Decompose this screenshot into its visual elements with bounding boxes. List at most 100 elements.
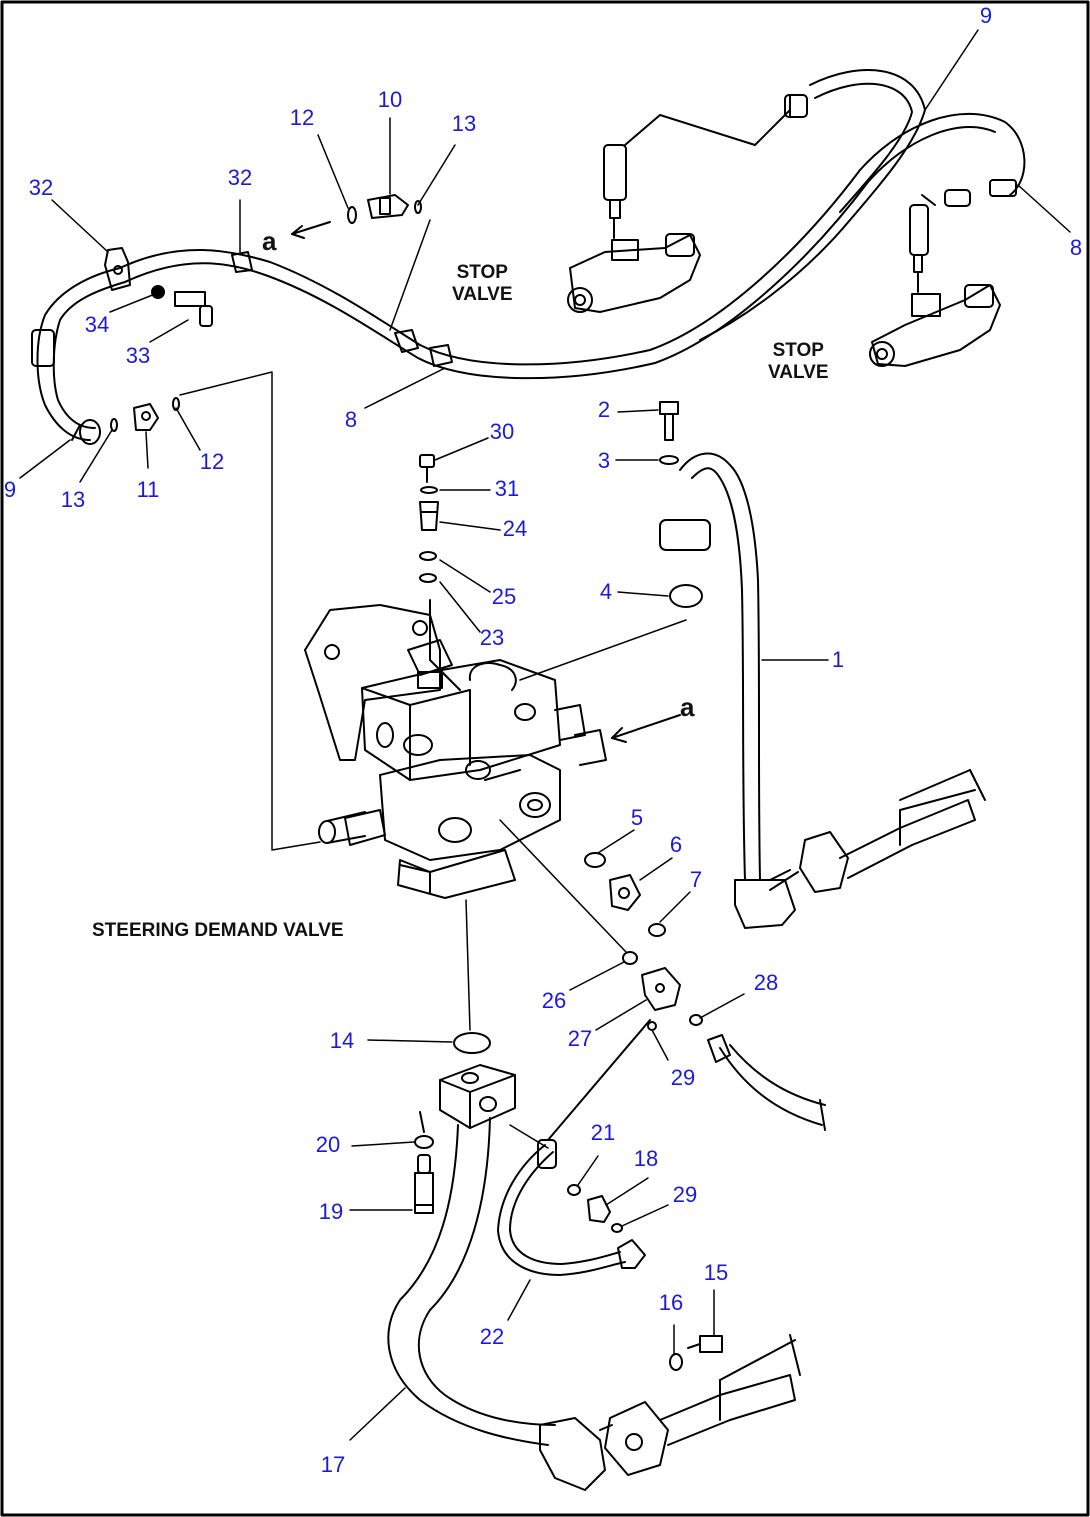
callout-28: 28: [753, 970, 779, 995]
bolt-15: [687, 1335, 723, 1353]
callout-20: 20: [315, 1132, 341, 1157]
fitting-11: [133, 403, 159, 431]
seal-28: [689, 1014, 703, 1026]
fitting-9-end: [71, 419, 101, 445]
seal-13-left: [110, 418, 118, 432]
stop-valve-right-label: STOP VALVE: [768, 340, 829, 383]
bolt-33: [174, 291, 213, 327]
callout-23: 23: [479, 625, 505, 650]
callout-4: 4: [599, 579, 613, 604]
callout-32-mid: 32: [227, 165, 253, 190]
bolt-19: [414, 1154, 434, 1214]
leader-lines-top: [19, 29, 1071, 851]
elbow-22-end: [617, 1239, 646, 1269]
seal-7: [648, 923, 666, 937]
clamp-32-left: [104, 247, 131, 291]
tube-17: [387, 1117, 556, 1446]
fitting-9-top: [784, 94, 808, 118]
callout-10: 10: [377, 87, 403, 112]
tube-9-upper: [699, 69, 926, 341]
callout-16: 16: [658, 1290, 684, 1315]
seal-12-top: [347, 206, 357, 224]
o-ring-26: [622, 951, 638, 965]
stop-valve-right: [869, 194, 1001, 367]
callout-29-bottom: 29: [672, 1182, 698, 1207]
o-ring-4: [669, 584, 703, 608]
seal-13-top: [414, 200, 422, 214]
callout-30: 30: [489, 419, 515, 444]
flange-block-17: [439, 1064, 516, 1129]
washer-20: [414, 1111, 434, 1149]
fitting-6: [609, 874, 641, 911]
leader-lines-1-4: [519, 409, 829, 681]
washer-16: [669, 1353, 683, 1371]
seal-29-top: [647, 1021, 657, 1031]
callout-9-left: 9: [3, 477, 17, 502]
callout-21: 21: [590, 1120, 616, 1145]
leader-lines-lower: [349, 1124, 715, 1441]
parts-stack-23-31: [419, 454, 439, 583]
fitting-18: [587, 1195, 611, 1223]
leader-line-14: [367, 1039, 453, 1043]
elbow-17: [539, 1417, 606, 1491]
clamp-32-mid: [231, 251, 253, 273]
callout-33: 33: [125, 343, 151, 368]
seal-29-bottom: [611, 1223, 623, 1233]
tube-9-left-bend: [31, 267, 126, 441]
fitting-21: [567, 1184, 581, 1196]
leader-lines-5-29: [499, 819, 745, 1061]
callout-17: 17: [320, 1452, 346, 1477]
stop-valve-left-label: STOP VALVE: [452, 262, 513, 305]
callout-19: 19: [318, 1199, 344, 1224]
reference-letter-a-right: a: [680, 692, 695, 722]
callout-3: 3: [597, 448, 611, 473]
fitting-10: [367, 194, 409, 219]
steering-demand-valve: [304, 599, 607, 899]
line-to-o-ring-14: [465, 899, 471, 1031]
callout-15: 15: [703, 1260, 729, 1285]
callout-9-top: 9: [979, 3, 993, 28]
washer-3: [659, 455, 679, 465]
washer-34: [151, 285, 165, 299]
callout-2: 2: [597, 397, 611, 422]
callout-24: 24: [502, 516, 528, 541]
callout-8-bottom: 8: [344, 407, 358, 432]
seal-12-left: [172, 397, 180, 411]
callout-26: 26: [541, 988, 567, 1013]
tube-8-upper: [119, 113, 1026, 380]
callout-5: 5: [630, 805, 644, 830]
o-ring-5: [584, 852, 606, 868]
reference-letter-a-top: a: [262, 226, 277, 256]
callout-12-top: 12: [289, 105, 315, 130]
leader-lines-stack: [434, 437, 501, 633]
elbow-27: [641, 967, 681, 1011]
callout-13-left: 13: [60, 487, 86, 512]
hose-28-end: [707, 1034, 826, 1131]
callout-27: 27: [567, 1026, 593, 1051]
stop-valve-left: [567, 109, 791, 313]
callout-25: 25: [491, 584, 517, 609]
callout-32-left: 32: [28, 175, 54, 200]
callout-13-top: 13: [451, 111, 477, 136]
reference-arrow-a-right: [611, 714, 681, 743]
reference-arrow-a-top: [291, 221, 331, 239]
callout-14: 14: [329, 1028, 355, 1053]
hose-fitting-right: [769, 769, 986, 893]
callout-6: 6: [669, 832, 683, 857]
callout-31: 31: [494, 476, 520, 501]
callout-18: 18: [633, 1146, 659, 1171]
callout-12-mid: 12: [199, 449, 225, 474]
hose-fitting-lower: [599, 1334, 801, 1476]
clip-8-mid: [394, 329, 453, 367]
callout-1: 1: [831, 647, 845, 672]
o-ring-14: [453, 1032, 491, 1054]
callout-11: 11: [136, 477, 160, 502]
callout-29-top: 29: [670, 1065, 696, 1090]
callout-8-top: 8: [1069, 235, 1083, 260]
callout-22: 22: [479, 1324, 505, 1349]
steering-demand-valve-label: STEERING DEMAND VALVE: [92, 920, 344, 941]
callout-7: 7: [689, 867, 703, 892]
